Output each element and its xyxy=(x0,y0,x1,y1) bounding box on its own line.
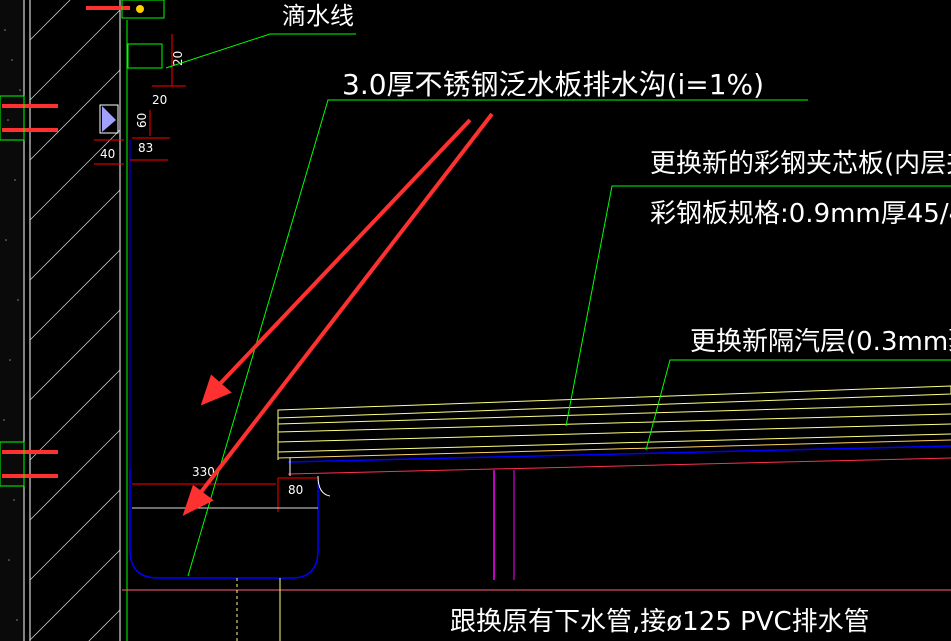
gutter-label: 3.0厚不锈钢泛水板排水沟(i=1%) xyxy=(342,68,764,101)
panel-replace-label: 更换新的彩钢夹芯板(内层夹芯 xyxy=(650,149,951,179)
dim-330: 330 xyxy=(192,465,215,479)
dim-40: 40 xyxy=(100,147,115,161)
downpipe-label: 跟换原有下水管,接ø125 PVC排水管 xyxy=(450,607,870,637)
dim-20: 20 xyxy=(152,93,167,107)
wall-section xyxy=(0,0,165,641)
gutter-outline xyxy=(129,470,319,579)
dim-20-vertical: 20 xyxy=(171,51,185,66)
dimension-marks xyxy=(94,34,318,512)
panel-spec-label: 彩钢板规格:0.9mm厚45/4 xyxy=(650,199,951,229)
dim-83: 83 xyxy=(138,141,153,155)
annotation-arrows xyxy=(182,112,494,516)
drip-line-label: 滴水线 xyxy=(282,2,354,30)
roof-panel-layers xyxy=(277,385,951,580)
leader-lines xyxy=(165,33,951,577)
dim-60: 60 xyxy=(135,113,149,128)
vapor-barrier-label: 更换新隔汽层(0.3mm聚 xyxy=(690,327,951,357)
dim-80: 80 xyxy=(288,483,303,497)
